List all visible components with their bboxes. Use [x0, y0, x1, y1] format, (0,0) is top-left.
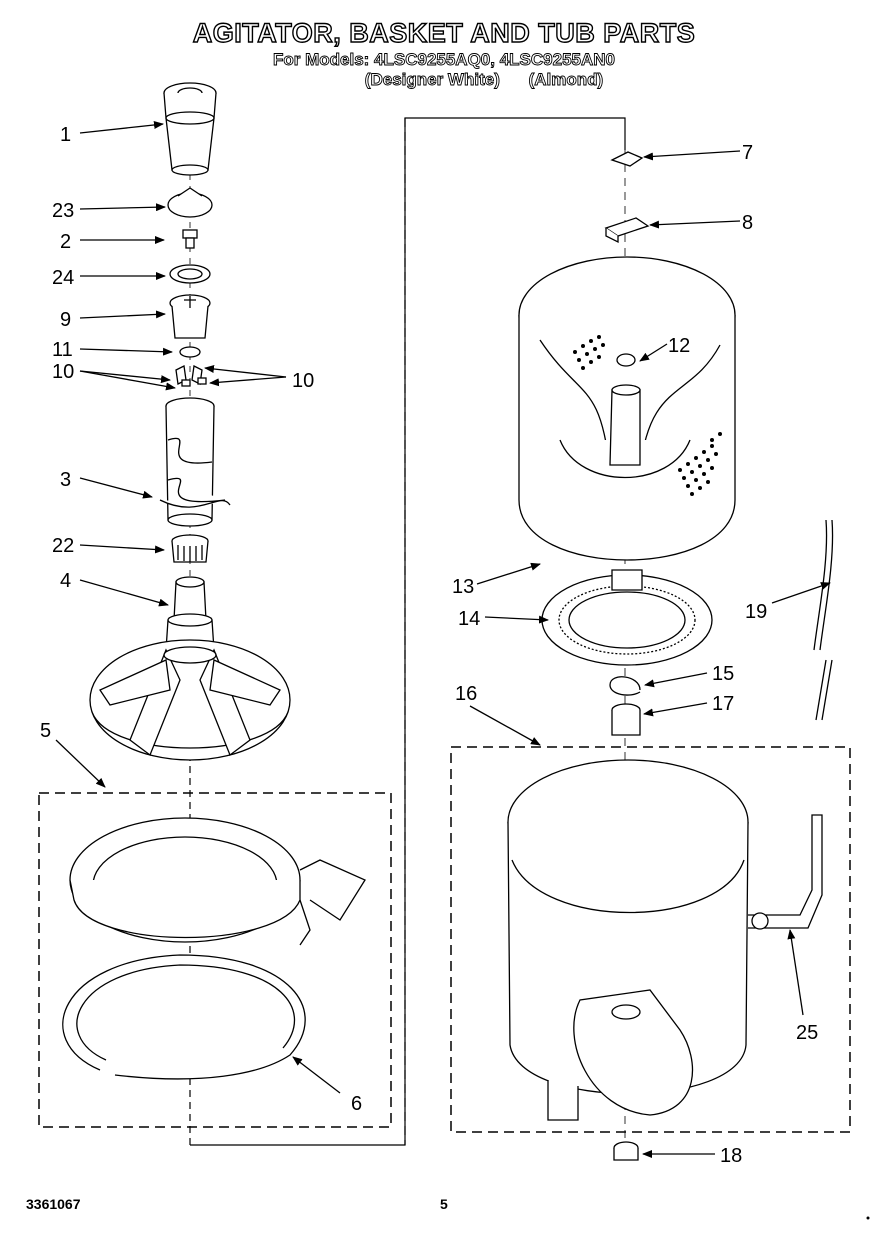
part-17-spanner-nut: [611, 703, 641, 736]
callout-9: 9: [60, 309, 71, 331]
callout-25: 25: [796, 1022, 818, 1044]
part-5-tub-ring: [69, 817, 366, 997]
callout-7: 7: [742, 142, 753, 164]
corner-mark: [866, 1216, 870, 1220]
part-19-hose: [813, 519, 834, 721]
group-box-5: [38, 792, 392, 1128]
callout-arrows: [55, 120, 831, 1158]
callout-14: 14: [458, 608, 480, 630]
part-4-agitator-base: [89, 576, 291, 761]
part-16-tub: [507, 759, 749, 1121]
callout-6: 6: [351, 1093, 362, 1115]
part-15-snap-ring: [609, 676, 641, 696]
part-6-clamp: [62, 954, 306, 1080]
callout-5: 5: [40, 720, 51, 742]
document-number: 3361067: [26, 1196, 81, 1212]
callout-24: 24: [52, 267, 74, 289]
callout-2: 2: [60, 231, 71, 253]
callout-1: 1: [60, 124, 71, 146]
callout-16: 16: [455, 683, 477, 705]
part-24-washer: [169, 264, 211, 284]
part-2-bolt: [182, 229, 198, 249]
part-11-ring: [179, 346, 201, 358]
part-10-dogs: [175, 365, 207, 387]
callout-12: 12: [668, 335, 690, 357]
model-variants: (Designer White) (Almond): [40, 70, 888, 90]
callout-10-right: 10: [292, 370, 314, 392]
variant-almond: (Almond): [528, 70, 604, 90]
model-numbers: For Models: 4LSC9255AQ0, 4LSC9255AN0: [272, 50, 616, 70]
callout-labels: 1 23 2 24 9 11 10 10 3 22 4 5 6 7 8 12 1…: [40, 124, 818, 1167]
callout-13: 13: [452, 576, 474, 598]
part-7-nut: [610, 151, 644, 167]
callout-8: 8: [742, 212, 753, 234]
part-13-basket: [518, 256, 736, 561]
diagram-title: AGITATOR, BASKET AND TUB PARTS: [192, 17, 696, 48]
callout-23: 23: [52, 200, 74, 222]
group-box-16: [450, 746, 851, 1133]
part-3-agitator-auger: [159, 397, 231, 527]
callout-18: 18: [720, 1145, 742, 1167]
callout-17: 17: [712, 693, 734, 715]
page-number: 5: [440, 1196, 448, 1212]
part-1-dispenser-cup: [163, 82, 217, 176]
part-22-ratchet: [171, 534, 209, 563]
part-9-cam: [169, 294, 211, 339]
basket-perforations: [573, 335, 722, 496]
variant-designer-white: (Designer White): [364, 70, 500, 90]
part-8-stopper: [604, 217, 650, 244]
part-14-drive-hub: [541, 569, 713, 666]
callout-19: 19: [745, 601, 767, 623]
callout-10-left: 10: [52, 361, 74, 383]
callout-11: 11: [52, 339, 73, 361]
callout-22: 22: [52, 535, 74, 557]
callout-4: 4: [60, 570, 71, 592]
part-23-cap: [167, 187, 213, 218]
callout-3: 3: [60, 469, 71, 491]
part-25-drain-hose: [748, 814, 823, 930]
callout-15: 15: [712, 663, 734, 685]
part-18-seal: [613, 1141, 639, 1161]
